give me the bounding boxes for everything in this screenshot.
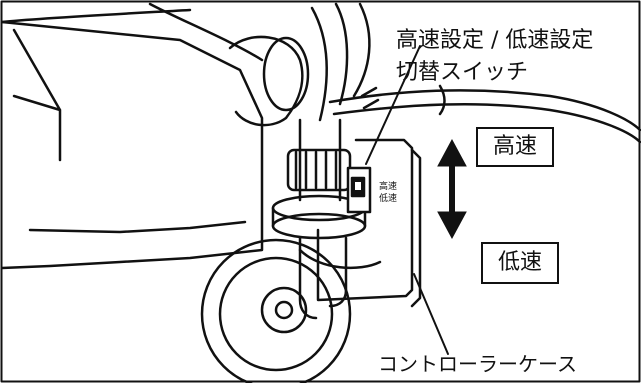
joint-cylinder — [228, 35, 304, 127]
cable-clip-2 — [438, 84, 446, 116]
panel-label-high: 高速 — [376, 182, 400, 193]
fork-left — [298, 236, 318, 320]
cable-2 — [334, 2, 349, 106]
stem-collar-ribs — [294, 150, 338, 190]
wheel-hub — [260, 286, 308, 334]
cable-right — [328, 89, 641, 132]
switch-toggle-knob — [355, 182, 361, 190]
seat-body-side — [28, 220, 247, 234]
cable-clip — [360, 86, 380, 110]
switch-label-line1: 高速設定 / 低速設定 — [396, 28, 594, 53]
controller-case-label: コントローラーケース — [378, 352, 577, 376]
switch-label-line2: 切替スイッチ — [396, 60, 529, 85]
panel-label-low: 低速 — [376, 194, 400, 205]
cable-1 — [310, 6, 328, 122]
wheel-inner — [218, 256, 334, 372]
double-arrow-icon — [437, 138, 467, 240]
joint-cylinder-end — [262, 36, 310, 112]
seat-body-inner — [12, 28, 62, 162]
controller-case-shadow — [410, 148, 422, 308]
wheel-axle — [274, 300, 294, 320]
low-speed-box: 低速 — [481, 242, 559, 284]
cable-3 — [352, 2, 371, 98]
seat-frame-tube — [0, 8, 192, 24]
caster-stem — [298, 118, 342, 202]
fork-bend — [298, 248, 382, 270]
upper-tube — [148, 2, 264, 62]
leader-switch — [365, 45, 421, 165]
wheel-outer — [200, 238, 352, 383]
high-speed-box: 高速 — [476, 127, 554, 167]
leader-case — [413, 273, 449, 355]
controller-case — [316, 138, 414, 302]
seat-body — [0, 20, 264, 270]
